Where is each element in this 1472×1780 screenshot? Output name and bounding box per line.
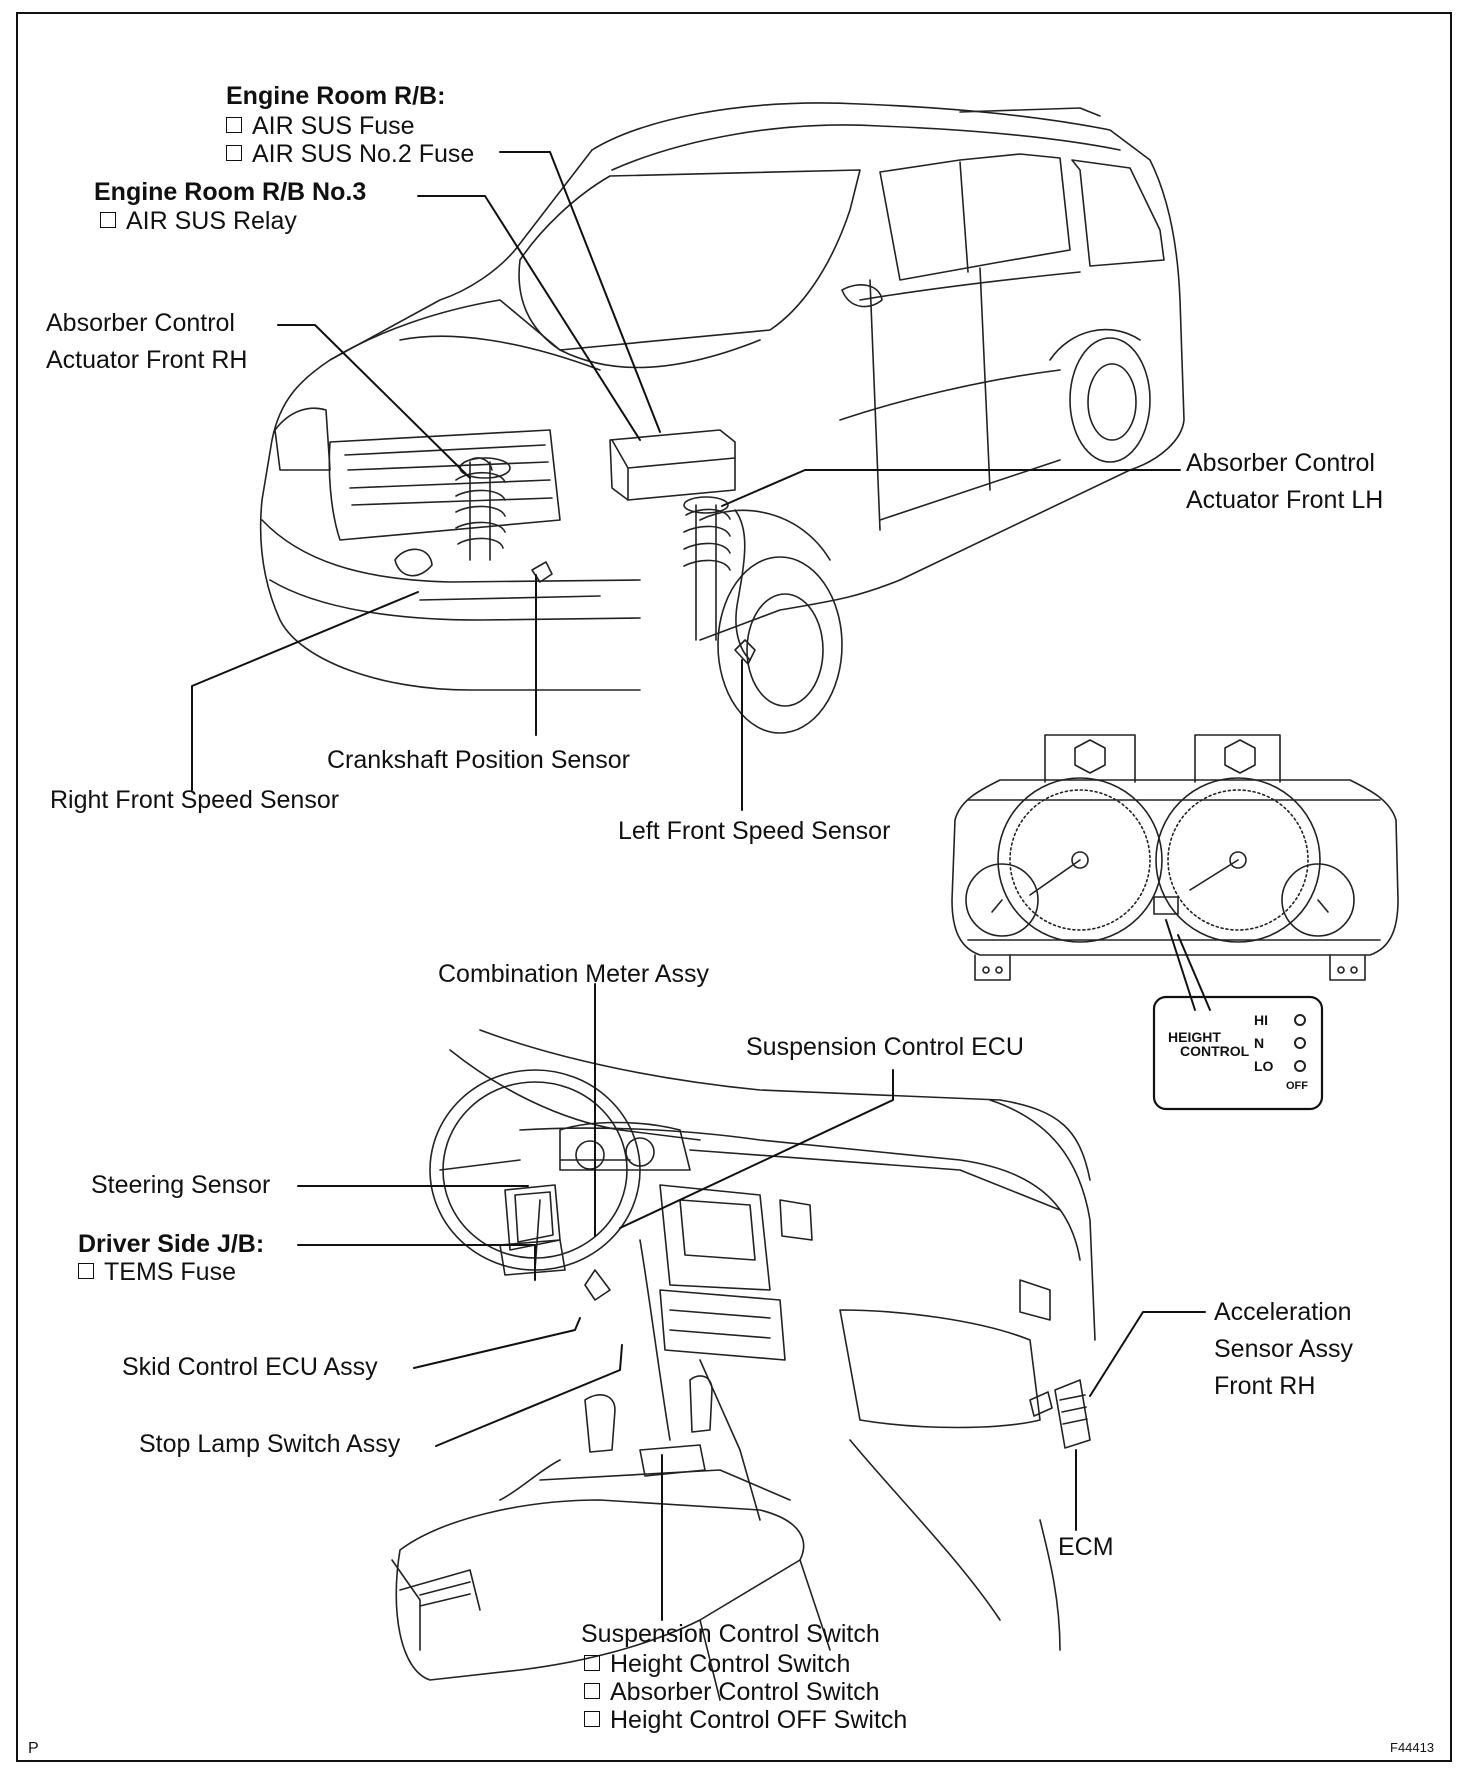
height-level-hi: HI — [1254, 1012, 1268, 1028]
leader-lines-bottom — [297, 983, 1206, 1621]
left-front-speed-label: Left Front Speed Sensor — [618, 817, 891, 845]
height-control-indicator-box — [1152, 995, 1324, 1111]
suspension-switch-item-3: Height Control OFF Switch — [584, 1706, 907, 1734]
crankshaft-sensor-label: Crankshaft Position Sensor — [327, 746, 630, 774]
diagram-frame — [16, 12, 1452, 1762]
acceleration-sensor-line2: Sensor Assy — [1214, 1335, 1353, 1363]
absorber-front-lh-line2: Actuator Front LH — [1186, 486, 1384, 514]
combination-meter-label: Combination Meter Assy — [438, 960, 709, 988]
height-level-n: N — [1254, 1035, 1265, 1051]
engine-room-rb-title: Engine Room R/B: — [226, 82, 446, 110]
absorber-front-rh-line2: Actuator Front RH — [46, 346, 248, 374]
suspension-switch-item-2: Absorber Control Switch — [584, 1678, 880, 1706]
acceleration-sensor-line1: Acceleration — [1214, 1298, 1352, 1326]
suspension-switch-title: Suspension Control Switch — [581, 1620, 880, 1648]
suspension-switch-item-1: Height Control Switch — [584, 1650, 850, 1678]
engine-room-rb3-item-1: AIR SUS Relay — [100, 207, 297, 235]
engine-room-rb-item-1: AIR SUS Fuse — [226, 112, 415, 140]
absorber-front-lh-line1: Absorber Control — [1186, 449, 1375, 477]
driver-jb-item-1: TEMS Fuse — [78, 1258, 236, 1286]
engine-room-rb-item-2: AIR SUS No.2 Fuse — [226, 140, 474, 168]
corner-letter: P — [28, 1740, 39, 1757]
suv-illustration — [259, 102, 1185, 734]
stop-lamp-label: Stop Lamp Switch Assy — [139, 1430, 401, 1458]
right-front-speed-label: Right Front Speed Sensor — [50, 786, 340, 814]
steering-sensor-label: Steering Sensor — [91, 1171, 271, 1199]
driver-jb-title: Driver Side J/B: — [78, 1230, 265, 1258]
engine-room-rb3-title: Engine Room R/B No.3 — [94, 178, 367, 206]
ecm-label: ECM — [1058, 1533, 1114, 1561]
absorber-front-rh-line1: Absorber Control — [46, 309, 235, 337]
interior-illustration — [391, 1029, 1096, 1701]
height-level-lo: LO — [1254, 1058, 1274, 1074]
figure-code: F44413 — [1390, 1740, 1435, 1755]
leader-lines-top — [191, 151, 1181, 811]
skid-ecu-label: Skid Control ECU Assy — [122, 1353, 378, 1381]
acceleration-sensor-line3: Front RH — [1214, 1372, 1316, 1400]
height-control-label-2: CONTROL — [1180, 1043, 1250, 1059]
height-level-off: OFF — [1286, 1080, 1308, 1092]
combination-meter-illustration — [951, 734, 1399, 1011]
suspension-ecu-label: Suspension Control ECU — [746, 1033, 1024, 1061]
height-control-label-1: HEIGHT — [1168, 1029, 1221, 1045]
